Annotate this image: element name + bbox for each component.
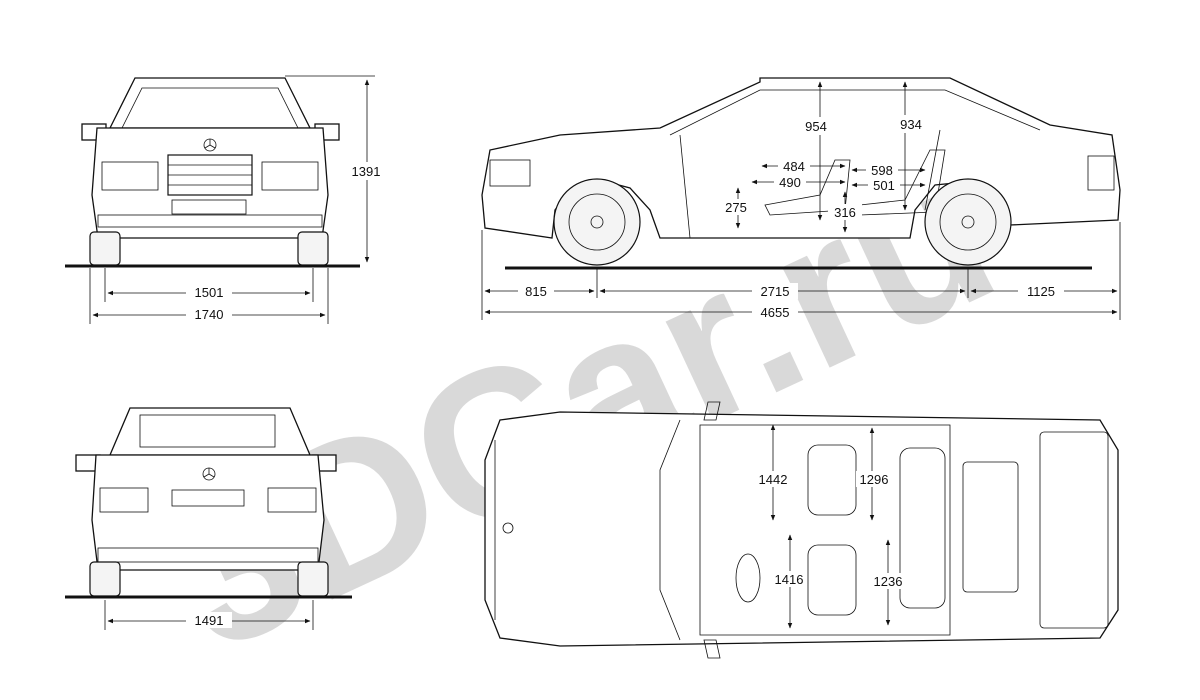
front-shoulder-label: 1442 — [759, 472, 788, 487]
side-taillight — [1087, 155, 1115, 191]
top-windshield — [659, 419, 681, 641]
wheelbase-label: 2715 — [761, 284, 790, 299]
front-legroom-label: 490 — [779, 175, 801, 190]
front-left-headlight — [101, 161, 159, 191]
front-seat-depth-label: 484 — [783, 159, 805, 174]
top-trunk-lid — [1039, 431, 1109, 629]
side-window-line — [669, 89, 1041, 136]
rear-star-emblem — [202, 467, 216, 481]
top-body-outline — [484, 411, 1119, 647]
front-height-label: 1391 — [352, 164, 381, 179]
front-license-plate — [171, 199, 247, 215]
rear-right-tire — [297, 561, 329, 597]
top-right-mirror — [703, 639, 721, 659]
top-rear-seat — [899, 447, 946, 609]
front-seat-height-label: 275 — [725, 200, 747, 215]
top-cabin — [699, 424, 951, 636]
front-headroom-label: 954 — [805, 119, 827, 134]
top-steering-wheel — [735, 553, 761, 603]
top-front-right-seat — [807, 544, 857, 616]
top-trunk-panel — [962, 461, 1019, 593]
side-front-wheel — [553, 178, 641, 266]
rear-bumper — [97, 547, 319, 563]
front-width-label: 1740 — [195, 307, 224, 322]
top-view: 1442 1416 1296 1236 — [484, 401, 1119, 659]
front-star-emblem — [203, 138, 217, 152]
rear-seat-height-label: 316 — [834, 205, 856, 220]
front-right-headlight — [261, 161, 319, 191]
rear-left-tire — [89, 561, 121, 597]
top-star-emblem — [502, 522, 514, 534]
front-greenhouse — [108, 77, 312, 129]
front-right-tire — [297, 231, 329, 266]
rear-right-taillight — [267, 487, 317, 513]
rear-license-plate — [171, 489, 245, 507]
side-view: 954 934 484 490 598 501 275 316 — [481, 77, 1121, 320]
length-label: 4655 — [761, 305, 790, 320]
front-left-tire — [89, 231, 121, 266]
rear-seat-depth-label: 598 — [871, 163, 893, 178]
rear-hip-label: 1236 — [874, 574, 903, 589]
rear-legroom-label: 501 — [873, 178, 895, 193]
rear-track-label: 1491 — [195, 613, 224, 628]
front-view: 1391 1501 1740 — [65, 75, 384, 324]
rear-left-taillight — [99, 487, 149, 513]
rear-body — [91, 454, 325, 571]
front-track-label: 1501 — [195, 285, 224, 300]
side-headlight — [489, 159, 531, 187]
rear-view: 1491 — [65, 407, 352, 630]
front-hip-label: 1416 — [775, 572, 804, 587]
rear-headroom-label: 934 — [900, 117, 922, 132]
side-rear-wheel — [924, 178, 1012, 266]
front-windshield — [121, 87, 299, 129]
front-overhang-label: 815 — [525, 284, 547, 299]
top-left-mirror — [703, 401, 721, 421]
rear-window — [139, 414, 276, 448]
rear-overhang-label: 1125 — [1027, 284, 1055, 299]
side-door-line — [679, 129, 941, 239]
rear-shoulder-label: 1296 — [860, 472, 889, 487]
front-bumper — [97, 214, 323, 228]
